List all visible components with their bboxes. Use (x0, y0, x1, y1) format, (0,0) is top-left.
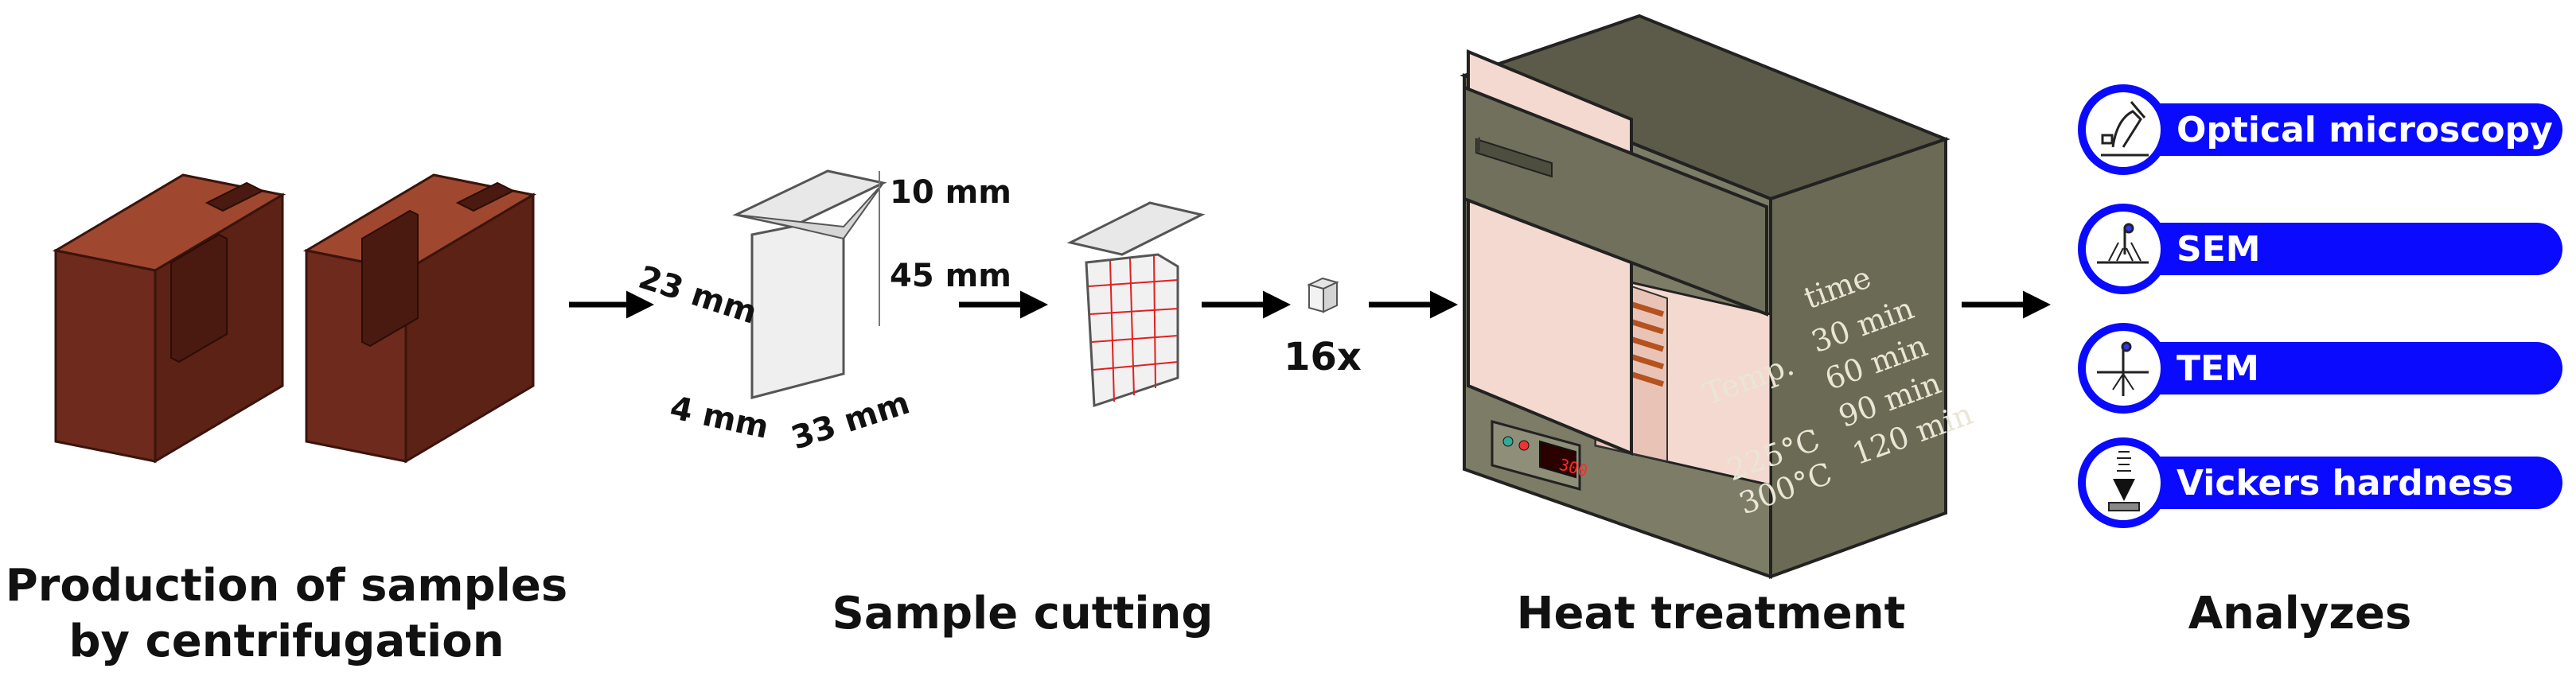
analysis-label-vickers: Vickers hardness (2177, 463, 2513, 503)
sample-block (732, 169, 887, 399)
oven (1459, 14, 1951, 579)
mold-left (52, 173, 286, 464)
analysis-label-optical: Optical microscopy (2177, 110, 2553, 150)
heat-label: Heat treatment (1517, 588, 1906, 639)
indenter-icon (2108, 451, 2140, 511)
analysis-vickers-hardness: Vickers hardness (2078, 437, 2562, 528)
analysis-label-sem: SEM (2177, 229, 2261, 270)
tem-icon (2097, 341, 2149, 396)
analysis-sem: SEM (2078, 204, 2562, 294)
analyzes-label: Analyzes (2188, 588, 2412, 639)
production-label-line2: by centrifugation (68, 616, 504, 667)
dim-4: 4 mm (667, 390, 772, 446)
oven-schedule: Temp. time 225°C 300°C 30 min 60 min 90 … (1699, 259, 1978, 521)
microscope-icon (2101, 101, 2149, 157)
count-label: 16x (1284, 335, 1362, 379)
analysis-optical-microscopy: Optical microscopy (2078, 84, 2562, 175)
dim-45: 45 mm (890, 258, 1011, 294)
cut-sample (1066, 201, 1206, 408)
analysis-tem: TEM (2078, 323, 2562, 414)
dim-33: 33 mm (787, 384, 914, 457)
production-label-line1: Production of samples (6, 560, 567, 612)
dim-10: 10 mm (890, 174, 1011, 211)
small-cube (1307, 277, 1339, 313)
sem-icon (2097, 223, 2149, 264)
dim-23: 23 mm (634, 259, 762, 332)
mold-right (302, 173, 537, 464)
cutting-label: Sample cutting (832, 588, 1214, 639)
analysis-label-tem: TEM (2177, 348, 2259, 389)
